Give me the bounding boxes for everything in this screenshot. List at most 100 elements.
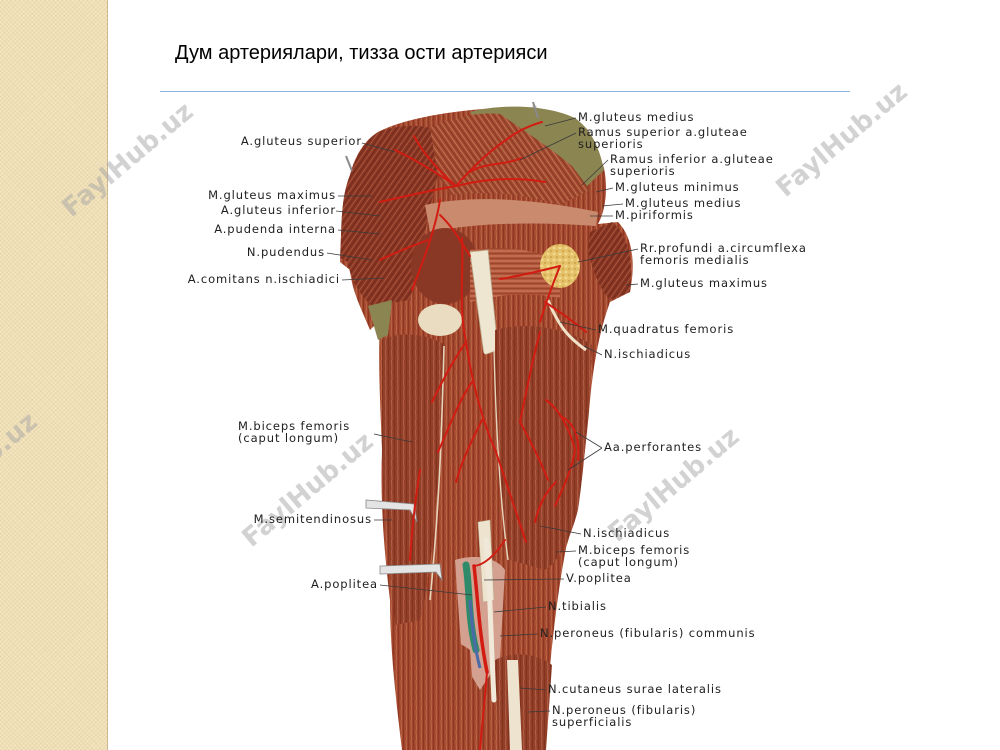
label-n-pudendus: N.pudendus	[246, 245, 325, 259]
label-a-poplitea: A.poplitea	[311, 577, 378, 591]
gluteus-maximus-right-flap	[588, 222, 632, 300]
label-a-gluteus-superior: A.gluteus superior	[240, 134, 362, 148]
artery-branch	[431, 341, 467, 403]
leader-line	[373, 433, 413, 443]
artery-gluteal-inferior	[411, 199, 441, 291]
gastrocnemius-medial-head	[398, 634, 478, 750]
leader-line	[499, 633, 539, 637]
leader-line	[539, 525, 582, 535]
leader-line	[625, 283, 639, 286]
label-n-peroneus-communis: N.peroneus (fibularis) communis	[540, 626, 756, 640]
title-underline	[160, 91, 850, 92]
label-ramus-inferior-cont: superioris	[610, 164, 676, 178]
fascia-line	[429, 345, 445, 601]
leader-line	[361, 142, 396, 153]
probe-left	[345, 155, 353, 172]
leader-line	[337, 229, 381, 235]
popliteal-vein-blue	[468, 599, 482, 669]
artery-branch	[534, 481, 557, 523]
leader-line	[544, 117, 577, 127]
leader-line	[555, 550, 577, 553]
artery-branch	[505, 121, 543, 141]
artery-branch	[437, 381, 473, 453]
label-m-gluteus-maximus: M.gluteus maximus	[208, 188, 336, 202]
label-ramus-superior: Ramus superior a.gluteae	[578, 125, 748, 139]
quadratus-femoris-muscle	[470, 248, 560, 302]
artery-branch	[479, 671, 488, 750]
artery-branch	[439, 214, 471, 257]
label-m-biceps-femoris-right: M.biceps femoris	[578, 543, 691, 557]
leader-line	[559, 321, 597, 331]
leader-line	[581, 159, 609, 186]
label-rr-profundi: Rr.profundi a.circumflexa	[640, 241, 807, 255]
label-m-gluteus-medius-2: M.gluteus medius	[625, 196, 742, 210]
slide-title: Дум артериялари, тизза ости артерияси	[175, 42, 548, 64]
leader-line	[341, 277, 385, 281]
label-n-ischiadicus: N.ischiadicus	[604, 347, 692, 361]
trochanter-fascia	[368, 300, 392, 340]
artery-branch	[469, 157, 523, 173]
artery-branch	[539, 265, 561, 323]
leader-line	[583, 345, 603, 356]
artery-branch	[473, 539, 506, 567]
label-n-peroneus-superficialis-cont: superficialis	[552, 715, 633, 729]
biceps-femoris-muscle	[495, 325, 592, 570]
artery-perforans	[559, 415, 580, 461]
label-m-quadratus-femoris: M.quadratus femoris	[598, 322, 735, 336]
artery-branch	[544, 301, 587, 333]
tendon-insertion	[418, 304, 462, 336]
leader-line	[483, 578, 565, 581]
probe-upper	[532, 101, 539, 119]
artery-branch	[409, 469, 421, 561]
label-a-pudenda-interna: A.pudenda interna	[214, 222, 336, 236]
artery-poplitea	[472, 564, 489, 674]
label-caput-longum-right: (caput longum)	[578, 555, 680, 569]
calf-tendon-strip	[507, 660, 522, 750]
leader-lines	[326, 117, 639, 713]
artery-perforans	[545, 399, 577, 507]
leader-line	[519, 687, 547, 691]
leader-line	[519, 132, 577, 161]
retractor-lower	[379, 563, 443, 582]
leader-line	[595, 187, 614, 193]
label-m-piriformis: M.piriformis	[615, 208, 694, 222]
label-a-comitans-n-ischiadici: A.comitans n.ischiadici	[187, 272, 340, 286]
fascia-line	[546, 299, 587, 352]
artery-branch	[455, 139, 507, 187]
gastrocnemius-lateral-head	[495, 654, 552, 750]
artery-branch	[379, 185, 457, 203]
artery-branch	[455, 178, 546, 187]
artery-branch	[519, 331, 541, 423]
label-caput-longum: (caput longum)	[238, 431, 340, 445]
label-n-peroneus-superficialis: N.peroneus (fibularis)	[552, 703, 697, 717]
label-n-ischiadicus-2: N.ischiadicus	[583, 526, 671, 540]
artery-branch	[413, 135, 457, 187]
leader-line	[567, 447, 603, 471]
leader-line	[326, 252, 373, 261]
artery-branch	[519, 421, 549, 481]
leader-line	[493, 606, 547, 613]
label-m-gluteus-minimus: M.gluteus minimus	[615, 180, 740, 194]
label-n-tibialis: N.tibialis	[548, 599, 607, 613]
label-m-biceps-femoris: M.biceps femoris	[238, 419, 351, 433]
artery-branch	[455, 419, 483, 483]
leader-line	[577, 248, 639, 263]
leader-line	[335, 210, 381, 217]
label-aa-perforantes: Aa.perforantes	[604, 440, 702, 454]
label-v-poplitea: V.poplitea	[566, 571, 632, 585]
artery-comitans	[460, 237, 527, 543]
label-ramus-superior-cont: superioris	[578, 137, 644, 151]
label-m-semitendinosus: M.semitendinosus	[253, 512, 372, 526]
label-a-gluteus-inferior: A.gluteus inferior	[220, 203, 336, 217]
leader-line	[379, 584, 473, 596]
label-n-cutaneus-surae-lateralis: N.cutaneus surae lateralis	[548, 682, 722, 696]
leader-line	[575, 431, 603, 449]
label-m-gluteus-maximus-right: M.gluteus maximus	[640, 276, 768, 290]
label-rr-profundi-cont: femoris medialis	[640, 253, 750, 267]
semitendinosus-muscle	[382, 334, 445, 625]
arteries	[379, 121, 587, 750]
leader-line	[601, 203, 624, 207]
label-ramus-inferior: Ramus inferior a.gluteae	[610, 152, 774, 166]
